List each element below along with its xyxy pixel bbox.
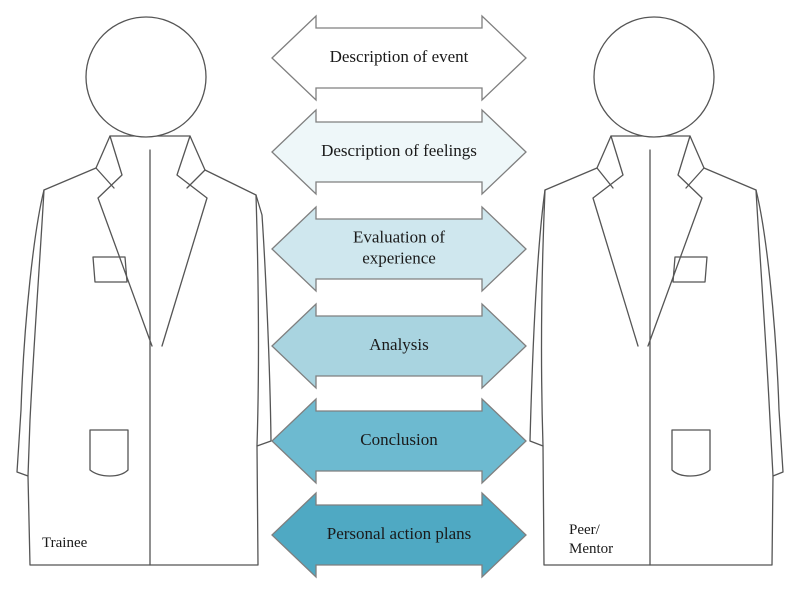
arrow-6-shape xyxy=(271,491,527,579)
arrow-4-label: Analysis xyxy=(369,335,429,354)
trainee-head xyxy=(85,16,207,138)
mentor-lower-pocket xyxy=(671,429,711,477)
arrow-2-shape xyxy=(271,108,527,196)
mentor-collar-and-lapels xyxy=(592,135,705,566)
arrow-6-label-line-1: Personal action plans xyxy=(327,524,471,543)
mentor-label-line-1: Peer/ xyxy=(569,522,601,538)
trainee-coat-body xyxy=(16,135,272,566)
arrow-1-label-line-1: Description of event xyxy=(330,47,469,66)
mentor-coat-body xyxy=(529,135,784,566)
mentor-label: Peer/ Mentor xyxy=(569,522,613,557)
trainee-figure: Trainee xyxy=(16,16,272,566)
mentor-chest-pocket xyxy=(672,256,708,283)
trainee-chest-pocket xyxy=(92,256,128,283)
mentor-head xyxy=(593,16,715,138)
arrow-4-shape xyxy=(271,302,527,390)
trainee-sleeve-seams xyxy=(27,189,260,477)
arrow-1-label: Description of event xyxy=(330,47,469,66)
arrow-4-label-line-1: Analysis xyxy=(369,335,429,354)
arrow-5-shape xyxy=(271,397,527,485)
arrow-3-label-line-2: experience xyxy=(362,248,436,267)
trainee-lower-pocket xyxy=(89,429,129,477)
mentor-figure: Peer/ Mentor xyxy=(529,16,784,566)
arrow-3-shape xyxy=(271,205,527,293)
arrow-2-label: Description of feelings xyxy=(321,141,477,160)
mentor-sleeve-seams xyxy=(540,189,774,477)
arrow-1-shape xyxy=(271,14,527,102)
arrow-5-label-line-1: Conclusion xyxy=(360,430,438,449)
trainee-label: Trainee xyxy=(42,535,88,551)
arrow-2-label-line-1: Description of feelings xyxy=(321,141,477,160)
arrow-3-label-line-1: Evaluation of xyxy=(353,227,445,246)
arrow-6-label: Personal action plans xyxy=(327,524,471,543)
arrow-3-label: Evaluation of experience xyxy=(353,227,445,267)
trainee-collar-and-lapels xyxy=(95,135,208,566)
mentor-label-line-2: Mentor xyxy=(569,541,613,557)
arrow-5-label: Conclusion xyxy=(360,430,438,449)
